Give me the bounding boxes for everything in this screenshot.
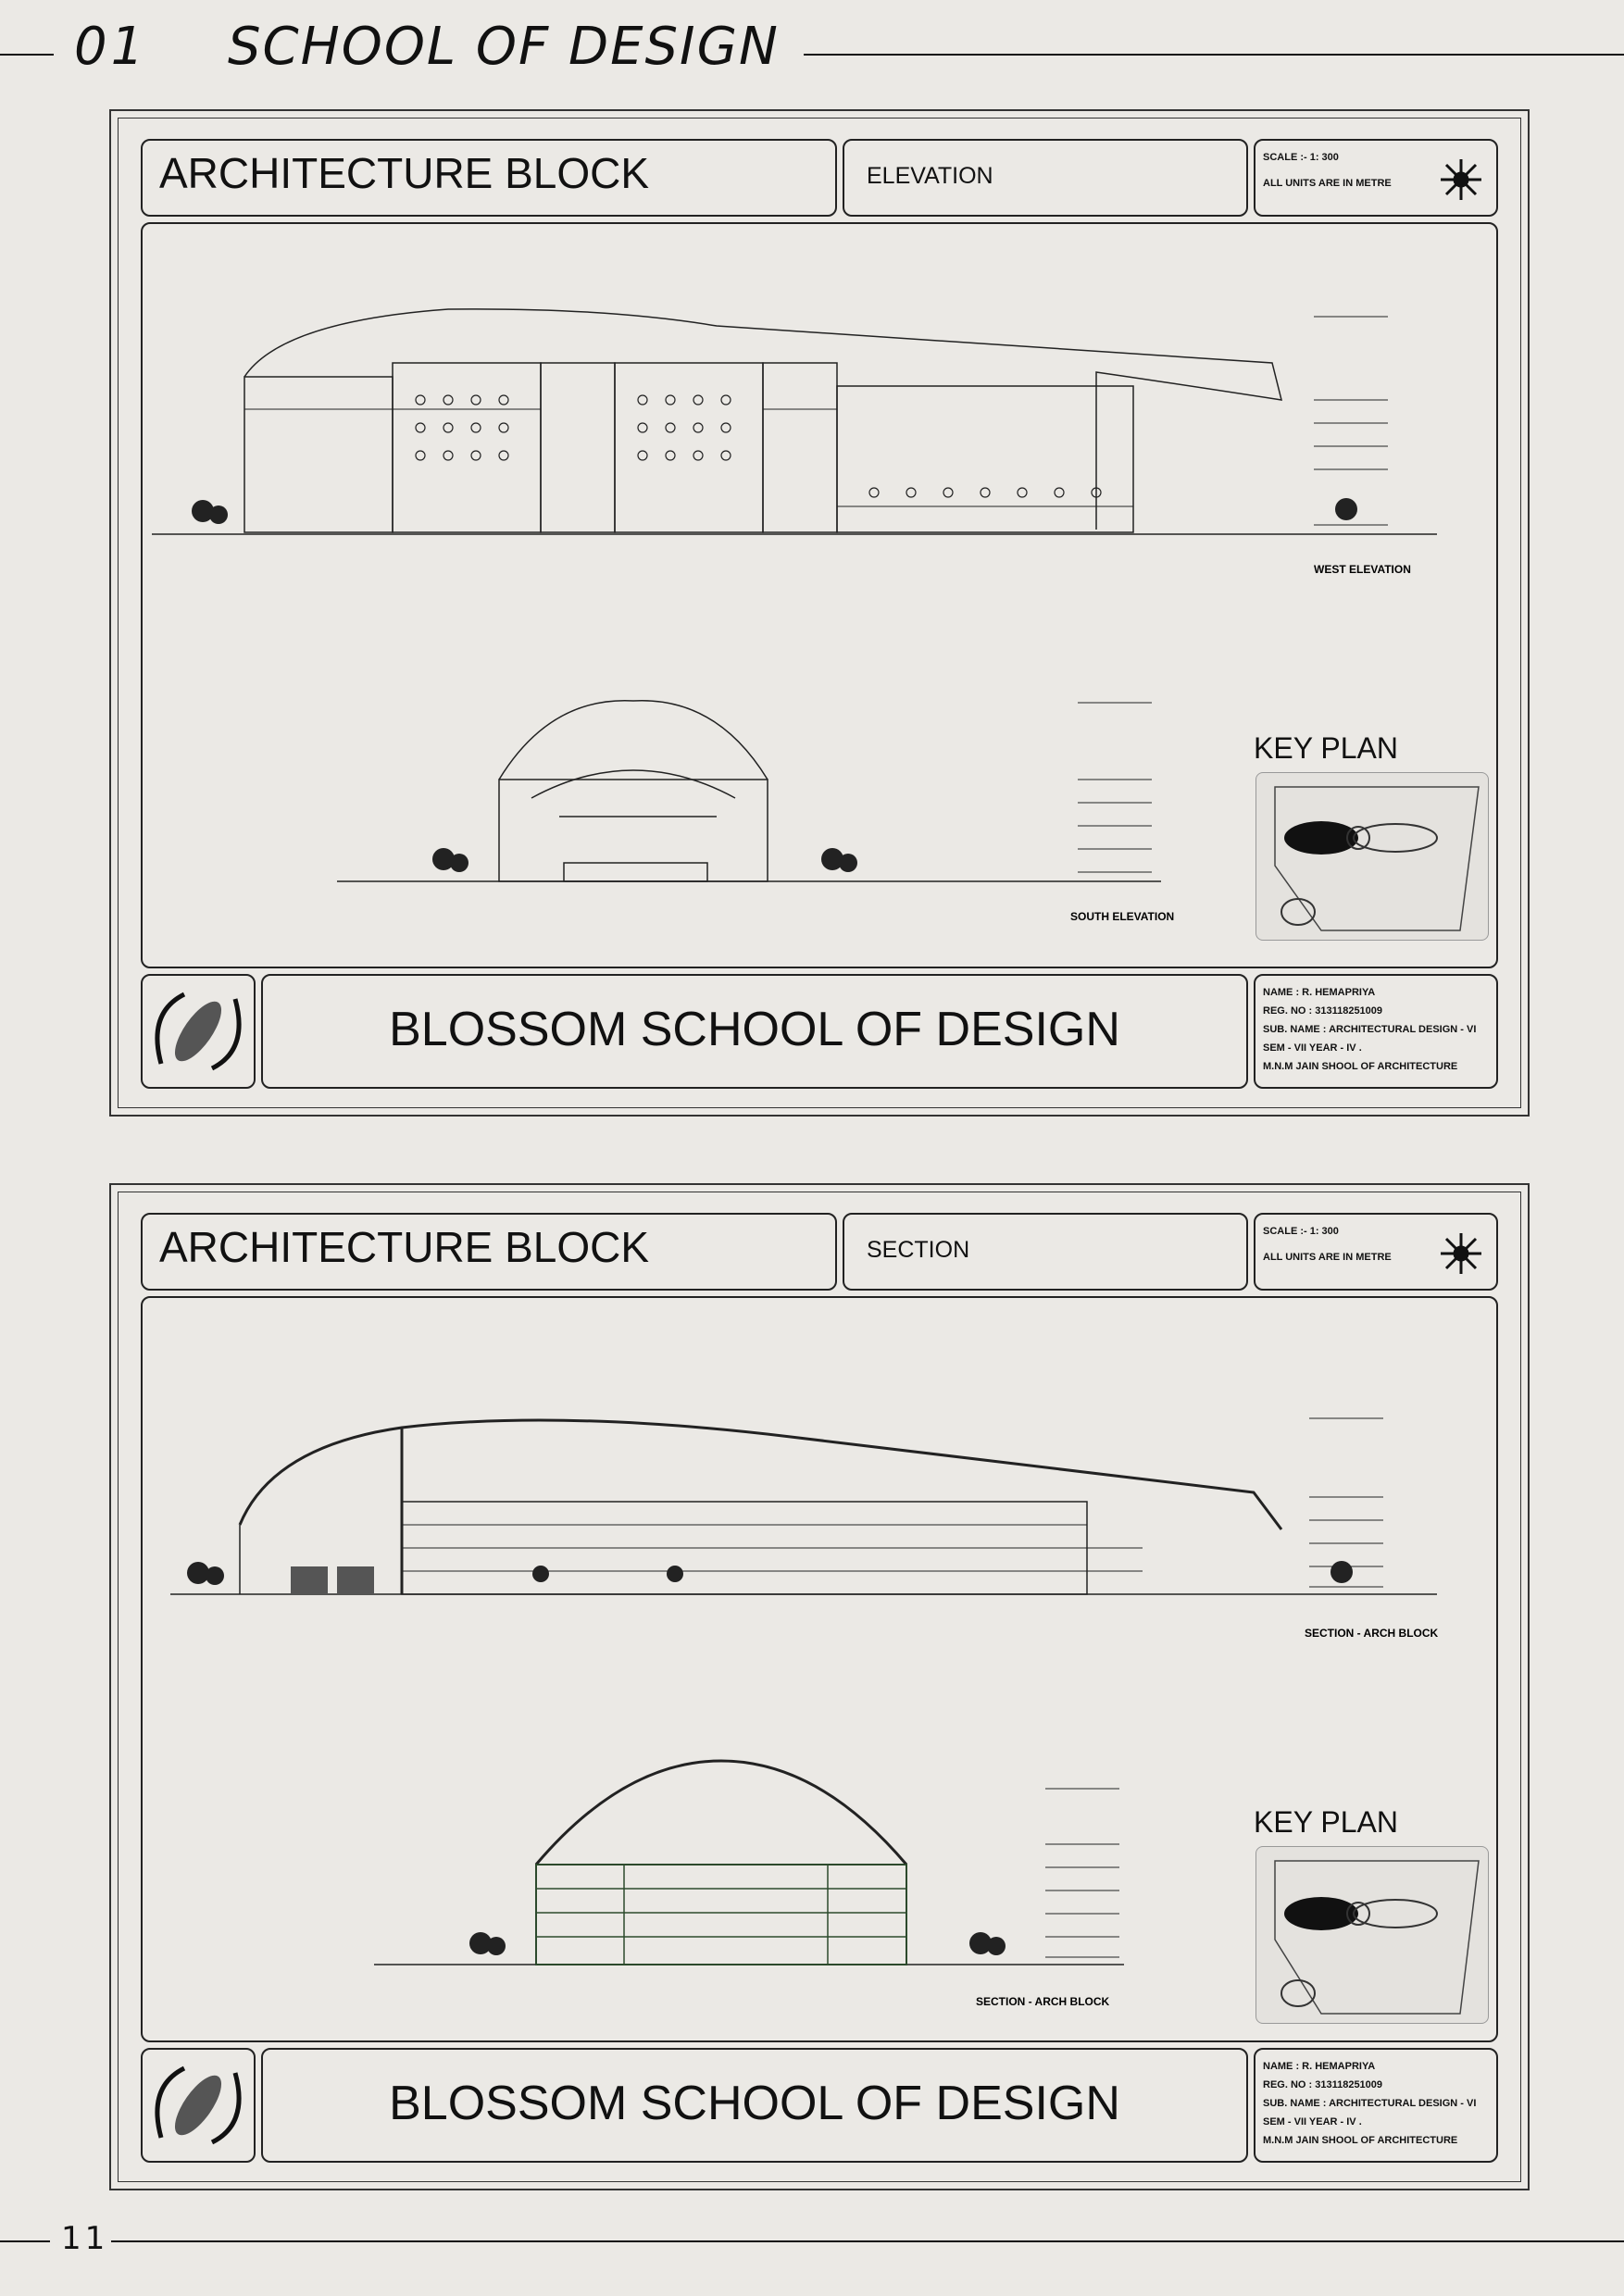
key-plan-label: KEY PLAN [1254, 1805, 1398, 1839]
header-rule-right [804, 54, 1624, 56]
school-name-box: BLOSSOM SCHOOL OF DESIGN [261, 2048, 1248, 2163]
reg-number: REG. NO : 313118251009 [1263, 2079, 1383, 2090]
logo-box [141, 2048, 256, 2163]
drawing-type: SECTION [867, 1237, 970, 1263]
block-title: ARCHITECTURE BLOCK [159, 149, 650, 197]
school-name-box: BLOSSOM SCHOOL OF DESIGN [261, 974, 1248, 1089]
footer-rule-right [111, 2240, 1624, 2242]
subject-name: SUB. NAME : ARCHITECTURAL DESIGN - VI [1263, 1024, 1477, 1035]
page-number: 11 [61, 2220, 109, 2257]
units-text: ALL UNITS ARE IN METRE [1263, 178, 1392, 189]
semester-year: SEM - VII YEAR - IV . [1263, 2116, 1362, 2128]
key-plan-label: KEY PLAN [1254, 731, 1398, 765]
student-info-box: NAME : R. HEMAPRIYA REG. NO : 3131182510… [1254, 2048, 1498, 2163]
drawing-sheet-elevation: ARCHITECTURE BLOCK ELEVATION SCALE :- 1:… [109, 109, 1530, 1117]
key-plan-map [1255, 772, 1489, 941]
school-logo-icon [155, 992, 242, 1071]
sheet-inner-border [118, 1192, 1521, 2182]
student-name: NAME : R. HEMAPRIYA [1263, 2061, 1376, 2072]
school-name: BLOSSOM SCHOOL OF DESIGN [389, 2077, 1120, 2130]
north-arrow-icon [1441, 159, 1481, 200]
drawing-type: ELEVATION [867, 163, 993, 189]
reg-number: REG. NO : 313118251009 [1263, 1005, 1383, 1017]
drawing2-caption: SOUTH ELEVATION [1070, 910, 1174, 923]
subject-name: SUB. NAME : ARCHITECTURAL DESIGN - VI [1263, 2098, 1477, 2109]
scale-text: SCALE :- 1: 300 [1263, 152, 1339, 163]
title-block-name: ARCHITECTURE BLOCK [141, 139, 837, 217]
school-logo-icon [155, 2065, 242, 2145]
section-drawings: SECTION - ARCH BLOCK SECTION - ARCH BLOC… [170, 1417, 1439, 2008]
key-plan-map [1255, 1846, 1489, 2024]
title-block-scale: SCALE :- 1: 300 ALL UNITS ARE IN METRE [1254, 1213, 1498, 1291]
title-block-scale: SCALE :- 1: 300 ALL UNITS ARE IN METRE [1254, 139, 1498, 217]
sheet-inner-border [118, 118, 1521, 1108]
title-block-name: ARCHITECTURE BLOCK [141, 1213, 837, 1291]
key-plan-image [1274, 1860, 1480, 2015]
logo-box [141, 974, 256, 1089]
student-info: NAME : R. HEMAPRIYA REG. NO : 3131182510… [1263, 2057, 1476, 2150]
college-name: M.N.M JAIN SHOOL OF ARCHITECTURE [1263, 2135, 1458, 2146]
drawing-sheet-section: ARCHITECTURE BLOCK SECTION SCALE :- 1: 3… [109, 1183, 1530, 2190]
drawing-area: SECTION - ARCH BLOCK SECTION - ARCH BLOC… [141, 1296, 1498, 2042]
title-block-type: ELEVATION [843, 139, 1248, 217]
title-block-type: SECTION [843, 1213, 1248, 1291]
student-info: NAME : R. HEMAPRIYA REG. NO : 3131182510… [1263, 983, 1476, 1076]
drawing1-caption: WEST ELEVATION [1314, 563, 1411, 576]
section-number: 01 [74, 17, 148, 77]
elevation-drawings: WEST ELEVATION SOUTH ELEVATION [152, 308, 1437, 923]
scale-text: SCALE :- 1: 300 [1263, 1226, 1339, 1237]
key-plan-image [1274, 786, 1480, 931]
header-rule-left [0, 54, 54, 56]
footer-rule-left [0, 2240, 50, 2242]
semester-year: SEM - VII YEAR - IV . [1263, 1042, 1362, 1054]
drawing2-caption: SECTION - ARCH BLOCK [976, 1995, 1110, 2008]
drawing1-caption: SECTION - ARCH BLOCK [1305, 1627, 1439, 1640]
scale-info: SCALE :- 1: 300 ALL UNITS ARE IN METRE [1263, 1218, 1392, 1270]
block-title: ARCHITECTURE BLOCK [159, 1223, 650, 1271]
scale-info: SCALE :- 1: 300 ALL UNITS ARE IN METRE [1263, 144, 1392, 196]
drawing-area: WEST ELEVATION SOUTH ELEVATION KEY PLAN [141, 222, 1498, 968]
college-name: M.N.M JAIN SHOOL OF ARCHITECTURE [1263, 1061, 1458, 1072]
units-text: ALL UNITS ARE IN METRE [1263, 1252, 1392, 1263]
section-title: SCHOOL OF DESIGN [228, 17, 780, 77]
student-info-box: NAME : R. HEMAPRIYA REG. NO : 3131182510… [1254, 974, 1498, 1089]
student-name: NAME : R. HEMAPRIYA [1263, 987, 1376, 998]
north-arrow-icon [1441, 1233, 1481, 1274]
school-name: BLOSSOM SCHOOL OF DESIGN [389, 1003, 1120, 1056]
